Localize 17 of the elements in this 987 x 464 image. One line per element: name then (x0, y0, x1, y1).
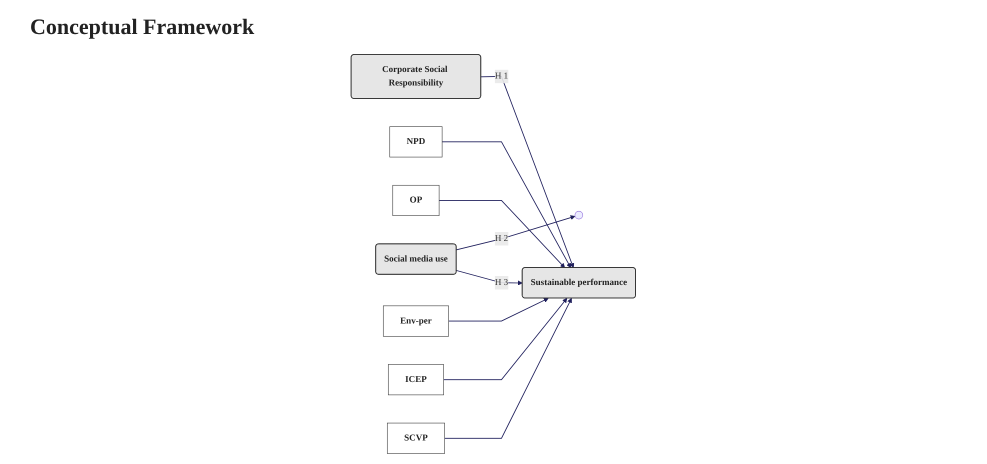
edge-label: H 1 (494, 71, 508, 81)
arrow (438, 200, 566, 268)
diagram-title: Conceptual Framework (30, 14, 254, 40)
node-box: ICEP (388, 364, 444, 396)
arrow (456, 215, 576, 250)
node-box: Env-per (383, 306, 450, 337)
arrow (448, 298, 549, 322)
arrow (456, 270, 523, 286)
node-box: OP (392, 184, 440, 216)
arrow (443, 298, 568, 380)
arrow (444, 298, 572, 439)
edge-label: H 3 (494, 278, 508, 288)
node-box: SCVP (387, 422, 446, 454)
edge-label: H 2 (494, 234, 508, 244)
arrow (480, 76, 574, 268)
arrow (442, 141, 572, 268)
node-box: NPD (390, 126, 443, 158)
